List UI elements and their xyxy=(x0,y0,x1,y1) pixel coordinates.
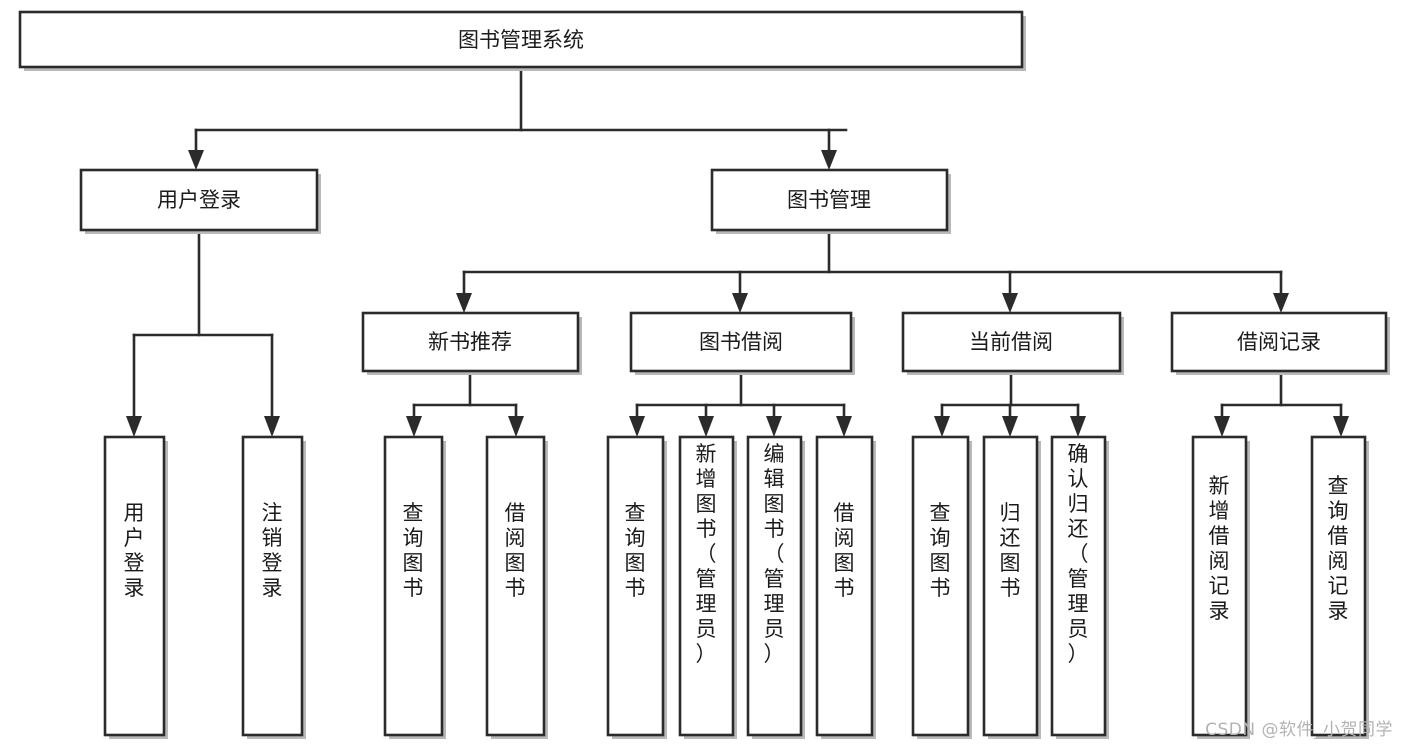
node-leaf-query-book-3-label: 查询图书 xyxy=(930,501,951,600)
node-leaf-return-book[interactable]: 归还图书 xyxy=(982,435,1041,739)
node-root-label: 图书管理系统 xyxy=(458,28,584,52)
arrow-head-leaf-query-book-1 xyxy=(406,416,422,437)
node-leaf-borrow-book-1-box xyxy=(485,435,546,737)
node-borrow-record[interactable]: 借阅记录 xyxy=(1170,311,1390,375)
node-borrow-record-label: 借阅记录 xyxy=(1237,330,1321,354)
arrow-head-leaf-return-book xyxy=(1002,416,1018,437)
arrow-head-new-book-recommend xyxy=(456,293,472,313)
node-leaf-logout-login-box xyxy=(241,435,304,737)
node-leaf-edit-book-admin[interactable]: 编辑图书（管理员） xyxy=(746,435,805,739)
node-leaf-edit-book-admin-label: 编辑图书（管理员） xyxy=(764,442,785,666)
arrow-head-current-borrow xyxy=(1002,293,1018,313)
node-book-borrow[interactable]: 图书借阅 xyxy=(629,311,855,375)
node-leaf-user-login[interactable]: 用户登录 xyxy=(103,435,168,739)
arrow-head-leaf-query-borrow-record xyxy=(1333,416,1349,437)
node-leaf-query-book-2-label: 查询图书 xyxy=(625,501,646,600)
node-new-book-recommend-label: 新书推荐 xyxy=(428,330,512,354)
arrow-head-book-manage xyxy=(821,150,837,170)
node-user-login[interactable]: 用户登录 xyxy=(79,168,321,234)
node-current-borrow[interactable]: 当前借阅 xyxy=(901,311,1124,375)
node-book-manage-box xyxy=(710,168,949,232)
arrow-head-leaf-edit-book-admin xyxy=(766,416,782,437)
node-leaf-edit-book-admin-box xyxy=(746,435,803,737)
node-leaf-query-borrow-record[interactable]: 查询借阅记录 xyxy=(1310,435,1369,739)
node-leaf-borrow-book-2[interactable]: 借阅图书 xyxy=(815,435,876,739)
node-leaf-query-borrow-record-box xyxy=(1310,435,1367,737)
node-leaf-borrow-book-1[interactable]: 借阅图书 xyxy=(485,435,548,739)
node-user-login-label: 用户登录 xyxy=(157,188,241,212)
node-leaf-query-book-3-box xyxy=(911,435,970,737)
node-leaf-query-book-1-label: 查询图书 xyxy=(403,501,424,600)
node-leaf-user-login-box xyxy=(103,435,166,737)
node-borrow-record-box xyxy=(1170,311,1388,373)
node-leaf-borrow-book-2-box xyxy=(815,435,874,737)
arrow-head-leaf-logout-login xyxy=(264,416,280,437)
arrow-head-borrow-record xyxy=(1273,293,1289,313)
node-leaf-query-borrow-record-label: 查询借阅记录 xyxy=(1328,474,1349,623)
node-book-borrow-box xyxy=(629,311,853,373)
connector-layer xyxy=(126,67,1349,437)
node-leaf-add-book-admin[interactable]: 新增图书（管理员） xyxy=(678,435,737,739)
arrow-head-leaf-borrow-book-2 xyxy=(836,416,852,437)
node-book-manage-label: 图书管理 xyxy=(787,188,871,212)
arrow-head-leaf-confirm-return-admin xyxy=(1070,416,1086,437)
node-leaf-add-borrow-record[interactable]: 新增借阅记录 xyxy=(1191,435,1250,739)
node-book-manage[interactable]: 图书管理 xyxy=(710,168,951,234)
node-leaf-user-login-label: 用户登录 xyxy=(124,501,145,600)
node-leaf-confirm-return-admin-box xyxy=(1050,435,1107,737)
arrow-head-leaf-borrow-book-1 xyxy=(508,416,524,437)
node-leaf-borrow-book-2-label: 借阅图书 xyxy=(834,501,855,600)
node-root-box xyxy=(18,10,1024,69)
node-leaf-return-book-box xyxy=(982,435,1039,737)
node-leaf-query-book-3[interactable]: 查询图书 xyxy=(911,435,972,739)
node-leaf-add-book-admin-label: 新增图书（管理员） xyxy=(696,442,717,666)
node-leaf-return-book-label: 归还图书 xyxy=(1000,501,1021,600)
node-leaf-add-book-admin-box xyxy=(678,435,735,737)
node-leaf-query-book-1-box xyxy=(383,435,444,737)
node-leaf-query-book-2-box xyxy=(606,435,665,737)
node-new-book-recommend-box xyxy=(361,311,580,373)
node-leaf-confirm-return-admin[interactable]: 确认归还（管理员） xyxy=(1050,435,1109,739)
node-book-borrow-label: 图书借阅 xyxy=(699,330,783,354)
arrow-head-leaf-user-login xyxy=(126,416,142,437)
arrow-head-leaf-add-borrow-record xyxy=(1214,416,1230,437)
node-leaf-confirm-return-admin-label: 确认归还（管理员） xyxy=(1068,442,1089,666)
arrow-head-leaf-query-book-2 xyxy=(629,416,645,437)
node-leaf-logout-login[interactable]: 注销登录 xyxy=(241,435,306,739)
node-leaf-query-book-2[interactable]: 查询图书 xyxy=(606,435,667,739)
node-current-borrow-box xyxy=(901,311,1122,373)
node-leaf-query-book-1[interactable]: 查询图书 xyxy=(383,435,446,739)
node-leaf-borrow-book-1-label: 借阅图书 xyxy=(505,501,526,600)
arrow-head-leaf-add-book-admin xyxy=(698,416,714,437)
node-user-login-box xyxy=(79,168,319,232)
node-new-book-recommend[interactable]: 新书推荐 xyxy=(361,311,582,375)
node-leaf-logout-login-label: 注销登录 xyxy=(262,501,283,600)
node-root[interactable]: 图书管理系统 xyxy=(18,10,1026,71)
arrow-head-leaf-query-book-3 xyxy=(934,416,950,437)
node-leaf-add-borrow-record-label: 新增借阅记录 xyxy=(1209,474,1230,623)
node-leaf-add-borrow-record-box xyxy=(1191,435,1248,737)
arrow-head-book-borrow xyxy=(732,293,748,313)
arrow-head-user-login xyxy=(188,150,204,170)
node-current-borrow-label: 当前借阅 xyxy=(969,330,1053,354)
